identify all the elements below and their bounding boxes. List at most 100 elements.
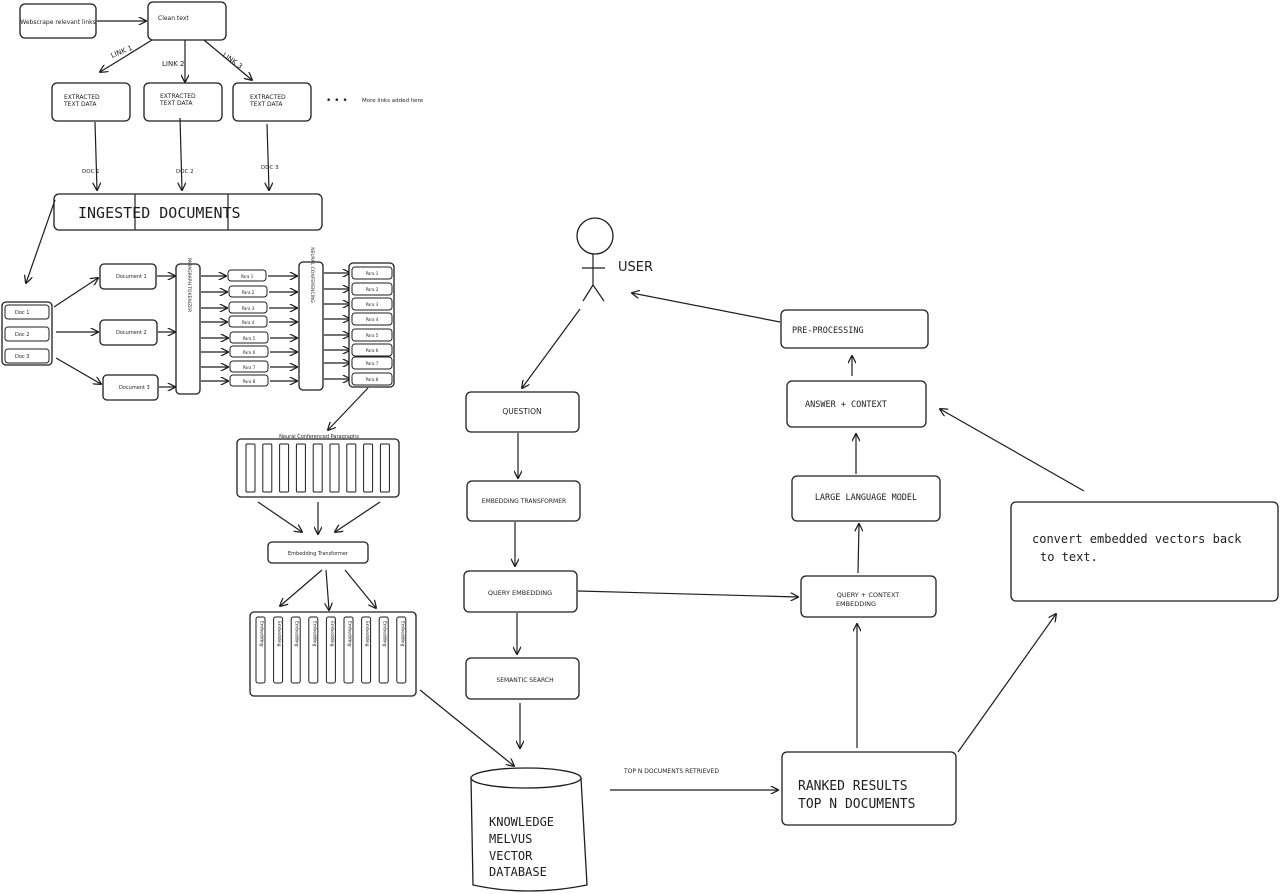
para-right-label: Para 2 (366, 287, 379, 292)
embedding-bar-label: Embedding (311, 621, 317, 647)
embedding-transformer-box (267, 541, 369, 564)
embedding-transformer-label: Embedding Transformer (288, 551, 349, 557)
arrow-link1 (100, 39, 153, 72)
para-box (228, 285, 268, 298)
embedding-bar-label: Embedding (329, 621, 335, 647)
arrow-ranked-to-convert (957, 614, 1056, 753)
ncp-bar (379, 443, 390, 493)
query-embedding-label: QUERY EMBEDDING (488, 589, 552, 597)
para-label: Para 7 (243, 365, 256, 370)
semantic-search-label: SEMANTIC SEARCH (496, 677, 553, 684)
extracted-1-line2: TEXT DATA (63, 101, 97, 108)
llm-box (791, 475, 941, 522)
para-right-box (351, 266, 393, 280)
para-label: Para 1 (241, 274, 254, 279)
arrow-et-to-emb-3 (344, 569, 376, 608)
embedding-bar-label: Embedding (276, 621, 282, 647)
ncp-bar (295, 443, 306, 493)
db-line-3: VECTOR (489, 849, 533, 863)
answer-context-box (786, 380, 927, 428)
arrow-embeddings-to-db (419, 689, 514, 766)
doc-2-label: Doc 2 (15, 332, 29, 338)
question-box (465, 391, 580, 433)
document-box-2 (99, 319, 158, 346)
para-right-box (351, 343, 393, 357)
para-right-box (351, 372, 393, 386)
para-label: Para 4 (242, 320, 255, 325)
embedding-bar (255, 616, 266, 684)
doc2-label: DOC 2 (176, 169, 194, 175)
extracted-3-line1: EXTRACTED (250, 94, 286, 101)
query-context-box (800, 575, 937, 618)
qc-line2: EMBEDDING (836, 600, 876, 608)
para-right-label: Para 7 (366, 361, 379, 366)
user-figure (576, 217, 614, 302)
ncp-bar (329, 443, 340, 493)
ncp-bars (245, 443, 390, 493)
paragraph-tokenizer-label: PARAGRAPH TOKENIZER (186, 258, 192, 312)
arrow-to-ncp (328, 387, 369, 430)
doc-box-1 (4, 304, 50, 320)
doc3-label: DOC 3 (261, 165, 279, 171)
link1-label: LINK 1 (110, 44, 134, 60)
convert-line2: to text. (1040, 550, 1098, 564)
embedding-bar (378, 616, 389, 684)
clean-text-box (147, 1, 227, 41)
arrow-et-to-emb-2 (326, 569, 329, 610)
ingested-documents-label: INGESTED DOCUMENTS (78, 204, 241, 222)
para-right-label: Para 4 (366, 317, 379, 322)
doc-box-3 (4, 348, 50, 364)
arrow-et-to-emb-1 (280, 569, 323, 606)
arrow-to-document-3 (55, 357, 101, 384)
neural-conferencing-label: NEURAL CONFERENCING (309, 247, 315, 303)
arrow-convert-to-answer (940, 409, 1085, 492)
para-right-label: Para 6 (366, 348, 379, 353)
convert-box (1010, 501, 1279, 602)
para-right-box (351, 282, 393, 296)
doc1-label: DOC 1 (82, 169, 100, 175)
embedding-bar (290, 616, 301, 684)
embedding-bar-label: Embedding (399, 621, 405, 647)
ranked-line1: RANKED RESULTS (798, 779, 908, 794)
arrow-doc3 (267, 123, 269, 190)
ncp-bar (346, 443, 357, 493)
embedding-bar (273, 616, 284, 684)
doc-box-2 (4, 326, 50, 342)
arrow-user-to-question (522, 308, 581, 388)
para-box (229, 331, 269, 344)
embed-transformer-label: EMBEDDING TRANSFORMER (482, 498, 566, 505)
embedding-bars: Embedding Embedding Embedding Embedding Embe… (255, 616, 407, 684)
ncp-bar (363, 443, 374, 493)
document-1-label: Document 1 (116, 274, 147, 280)
vector-database-cylinder (470, 767, 588, 892)
arrow-ncp-to-et-1 (257, 501, 302, 532)
ellipsis: • • • (326, 96, 348, 106)
tokenizer-arrows (201, 276, 297, 381)
extracted-box-1 (51, 82, 131, 122)
tokenize-section: Doc 1 Doc 2 Doc 3 Document 1 Document 2 … (1, 199, 514, 766)
semantic-search-box (465, 657, 580, 700)
para-box (229, 360, 269, 373)
para-box (228, 315, 268, 328)
embedding-bar-label: Embedding (259, 621, 265, 647)
scrape-section: Webscrape relevant links Clean text LINK… (19, 1, 424, 231)
arrow-doc1 (95, 121, 97, 190)
qc-line1: QUERY + CONTEXT (837, 591, 900, 599)
db-line-4: DATABASE (489, 865, 547, 879)
para-right-label: Para 3 (366, 302, 379, 307)
embedding-bar (343, 616, 354, 684)
more-links-label: More links added here (362, 98, 424, 104)
clean-text-label: Clean text (158, 15, 189, 22)
extracted-2-line2: TEXT DATA (159, 100, 193, 107)
embedding-bar-label: Embedding (382, 621, 388, 647)
user-label: USER (618, 260, 653, 275)
arrow-ncp-to-et-3 (335, 501, 381, 532)
para-label: Para 2 (242, 290, 255, 295)
webscrape-label: Webscrape relevant links (20, 19, 95, 26)
top-n-retrieved-label: TOP N DOCUMENTS RETRIEVED (623, 768, 719, 775)
link3-label: LINK 3 (221, 51, 244, 70)
para-right-label: Para 1 (366, 271, 379, 276)
para-right-label: Para 5 (366, 333, 379, 338)
ncp-bar (262, 443, 273, 493)
ncp-bar (279, 443, 290, 493)
